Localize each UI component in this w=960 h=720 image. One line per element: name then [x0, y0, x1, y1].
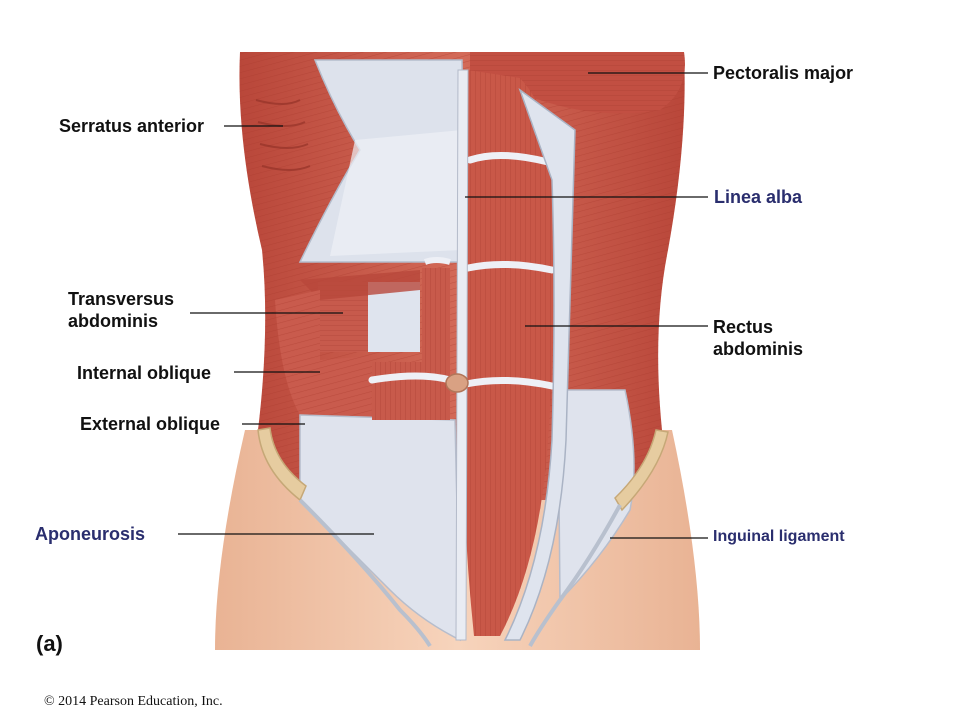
inguinal-ligament-right	[528, 504, 622, 647]
iliac-crest-right	[614, 429, 669, 512]
label-transversus-abdominis: Transversus abdominis	[68, 289, 175, 331]
label-inguinal-ligament: Inguinal ligament	[713, 528, 845, 545]
linea-alba	[455, 69, 469, 641]
inguinal-ligament-left	[298, 498, 432, 648]
umbilicus	[445, 373, 469, 393]
leader-lines	[178, 72, 708, 539]
label-internal-oblique: Internal oblique	[77, 363, 212, 383]
iliac-crest-left	[257, 427, 307, 502]
label-external-oblique: External oblique	[80, 414, 221, 434]
serratus-anterior-muscle	[255, 99, 311, 171]
copyright-notice: © 2014 Pearson Education, Inc.	[44, 694, 223, 709]
label-rectus-abdominis: Rectus abdominis	[713, 317, 804, 359]
rectus-sheath-flap	[503, 87, 576, 641]
label-aponeurosis: Aponeurosis	[35, 524, 146, 544]
tendinous-intersections	[368, 151, 556, 390]
label-pectoralis-major: Pectoralis major	[713, 63, 854, 83]
aponeurosis-sheet-right	[557, 389, 635, 602]
label-serratus-anterior: Serratus anterior	[59, 116, 205, 136]
label-linea-alba: Linea alba	[714, 187, 803, 207]
panel-letter: (a)	[36, 631, 63, 656]
